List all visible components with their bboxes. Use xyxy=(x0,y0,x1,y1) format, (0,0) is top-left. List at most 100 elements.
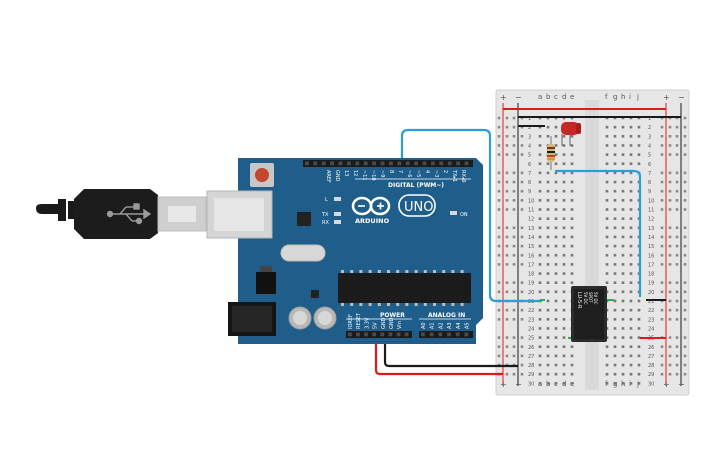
rail-hole[interactable] xyxy=(497,290,501,294)
breadboard-hole[interactable] xyxy=(554,299,558,303)
breadboard-hole[interactable] xyxy=(613,208,617,211)
breadboard-hole[interactable] xyxy=(629,125,633,129)
breadboard-hole[interactable] xyxy=(562,217,566,220)
rail-hole[interactable] xyxy=(520,281,524,284)
breadboard-hole[interactable] xyxy=(621,235,625,239)
rail-hole[interactable] xyxy=(497,153,501,156)
breadboard-hole[interactable] xyxy=(613,345,617,349)
breadboard-hole[interactable] xyxy=(605,153,609,156)
rail-hole[interactable] xyxy=(520,263,524,266)
breadboard-hole[interactable] xyxy=(562,253,566,257)
rail-hole[interactable] xyxy=(505,263,509,266)
breadboard-hole[interactable] xyxy=(562,144,566,147)
rail-hole[interactable] xyxy=(683,290,687,294)
breadboard-hole[interactable] xyxy=(538,235,542,239)
rail-hole[interactable] xyxy=(675,235,679,239)
breadboard-hole[interactable] xyxy=(562,235,566,239)
rail-hole[interactable] xyxy=(660,153,664,156)
rail-hole[interactable] xyxy=(683,281,687,284)
breadboard-hole[interactable] xyxy=(613,336,617,339)
rail-hole[interactable] xyxy=(512,125,516,129)
breadboard-hole[interactable] xyxy=(554,290,558,294)
breadboard-hole[interactable] xyxy=(637,345,641,349)
rail-hole[interactable] xyxy=(497,144,501,147)
breadboard-hole[interactable] xyxy=(621,263,625,266)
breadboard-hole[interactable] xyxy=(621,180,625,184)
breadboard-hole[interactable] xyxy=(605,144,609,147)
rail-hole[interactable] xyxy=(683,135,687,138)
rail-hole[interactable] xyxy=(505,372,509,376)
breadboard-hole[interactable] xyxy=(605,189,609,193)
rail-hole[interactable] xyxy=(512,199,516,202)
rail-hole[interactable] xyxy=(683,235,687,239)
rail-hole[interactable] xyxy=(675,345,679,349)
breadboard-hole[interactable] xyxy=(546,308,550,312)
header-hole[interactable] xyxy=(348,332,352,337)
breadboard-hole[interactable] xyxy=(605,180,609,184)
rail-hole[interactable] xyxy=(512,208,516,211)
breadboard-hole[interactable] xyxy=(562,327,566,330)
rail-hole[interactable] xyxy=(668,336,672,339)
rail-hole[interactable] xyxy=(505,125,509,129)
breadboard-hole[interactable] xyxy=(538,382,542,385)
rail-hole[interactable] xyxy=(505,180,509,184)
breadboard-hole[interactable] xyxy=(613,318,617,321)
breadboard-hole[interactable] xyxy=(621,345,625,349)
rail-hole[interactable] xyxy=(512,318,516,321)
breadboard-hole[interactable] xyxy=(621,208,625,211)
breadboard-hole[interactable] xyxy=(613,226,617,230)
header-hole[interactable] xyxy=(313,161,318,166)
breadboard-hole[interactable] xyxy=(613,272,617,275)
breadboard-hole[interactable] xyxy=(554,308,558,312)
rail-hole[interactable] xyxy=(512,336,516,339)
breadboard-hole[interactable] xyxy=(570,208,574,211)
breadboard-hole[interactable] xyxy=(538,153,542,156)
rail-hole[interactable] xyxy=(505,144,509,147)
rail-hole[interactable] xyxy=(520,354,524,358)
breadboard-hole[interactable] xyxy=(546,263,550,266)
breadboard-hole[interactable] xyxy=(562,153,566,156)
rail-hole[interactable] xyxy=(668,299,672,303)
breadboard-hole[interactable] xyxy=(546,180,550,184)
rail-hole[interactable] xyxy=(660,199,664,202)
breadboard-hole[interactable] xyxy=(538,226,542,230)
rail-hole[interactable] xyxy=(660,208,664,211)
header-hole[interactable] xyxy=(321,161,326,166)
rail-hole[interactable] xyxy=(675,290,679,294)
breadboard-hole[interactable] xyxy=(613,199,617,202)
breadboard-hole[interactable] xyxy=(546,189,550,193)
rail-hole[interactable] xyxy=(497,318,501,321)
breadboard-hole[interactable] xyxy=(554,171,558,175)
breadboard-hole[interactable] xyxy=(538,244,542,248)
breadboard-hole[interactable] xyxy=(554,263,558,266)
breadboard-hole[interactable] xyxy=(570,226,574,230)
rail-hole[interactable] xyxy=(660,345,664,349)
breadboard-hole[interactable] xyxy=(546,217,550,220)
breadboard-hole[interactable] xyxy=(562,244,566,248)
breadboard-hole[interactable] xyxy=(613,217,617,220)
breadboard-hole[interactable] xyxy=(570,180,574,184)
rail-hole[interactable] xyxy=(660,144,664,147)
rail-hole[interactable] xyxy=(668,125,672,129)
breadboard-hole[interactable] xyxy=(605,162,609,166)
rail-hole[interactable] xyxy=(512,244,516,248)
breadboard-hole[interactable] xyxy=(629,189,633,193)
breadboard-hole[interactable] xyxy=(546,299,550,303)
breadboard-hole[interactable] xyxy=(562,290,566,294)
breadboard-hole[interactable] xyxy=(629,345,633,349)
breadboard-hole[interactable] xyxy=(538,253,542,257)
breadboard-hole[interactable] xyxy=(554,125,558,129)
rail-hole[interactable] xyxy=(512,235,516,239)
header-hole[interactable] xyxy=(372,161,376,166)
breadboard-hole[interactable] xyxy=(554,253,558,257)
rail-hole[interactable] xyxy=(505,199,509,202)
header-hole[interactable] xyxy=(405,161,410,166)
rail-hole[interactable] xyxy=(497,281,501,284)
rail-hole[interactable] xyxy=(668,180,672,184)
breadboard-hole[interactable] xyxy=(538,290,542,294)
rail-hole[interactable] xyxy=(683,263,687,266)
breadboard-hole[interactable] xyxy=(629,263,633,266)
breadboard-hole[interactable] xyxy=(605,226,609,230)
rail-hole[interactable] xyxy=(505,281,509,284)
breadboard-hole[interactable] xyxy=(613,327,617,330)
